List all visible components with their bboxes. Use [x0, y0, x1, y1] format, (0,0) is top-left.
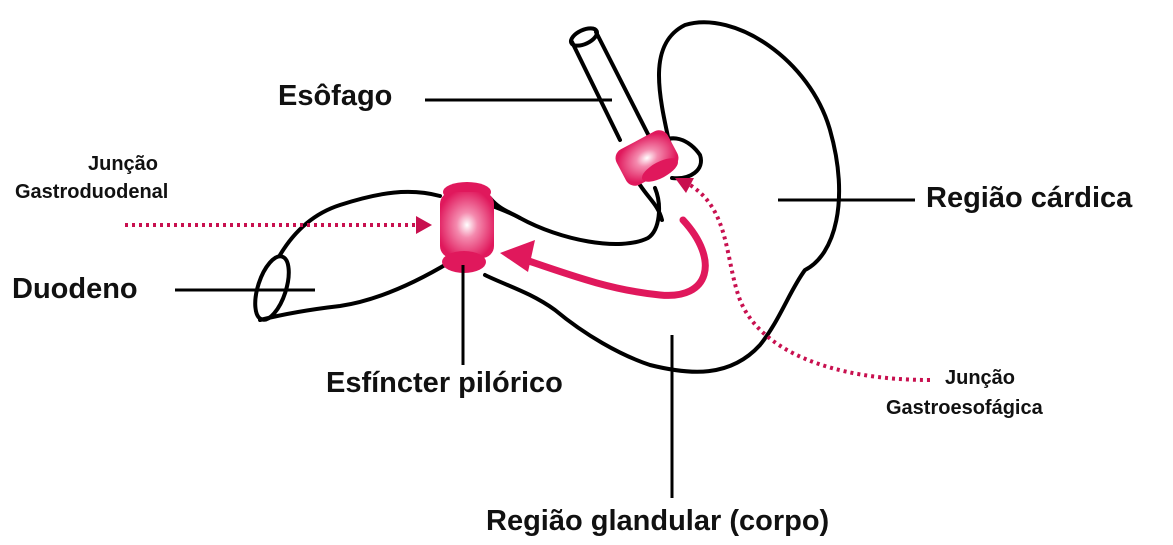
label-juncao-ge-2: Gastroesofágica	[886, 397, 1043, 420]
leader-lines	[175, 100, 915, 498]
gastroduodenal-arrowhead	[416, 216, 432, 234]
gastroesophageal-dotted-arrow	[690, 185, 930, 380]
dotted-arrows	[125, 185, 930, 380]
label-esofago: Esôfago	[278, 80, 392, 113]
stomach-outline	[248, 22, 839, 371]
label-duodeno: Duodeno	[12, 273, 138, 306]
label-juncao-ge-1: Junção	[945, 367, 1015, 390]
esophagus-left-wall	[572, 42, 620, 140]
esophagus-right-wall	[596, 32, 655, 148]
label-regiao-glandular: Região glandular (corpo)	[486, 505, 829, 538]
greater-curvature	[485, 22, 839, 371]
label-esfincter: Esfíncter pilórico	[326, 367, 563, 400]
label-regiao-cardica: Região cárdica	[926, 182, 1132, 215]
pyloric-sphincter	[440, 182, 494, 273]
label-juncao-gd-2: Gastroduodenal	[15, 181, 168, 204]
esophagus-opening	[568, 25, 599, 50]
label-juncao-gd-1: Junção	[88, 153, 158, 176]
flow-arrowhead	[500, 240, 535, 272]
